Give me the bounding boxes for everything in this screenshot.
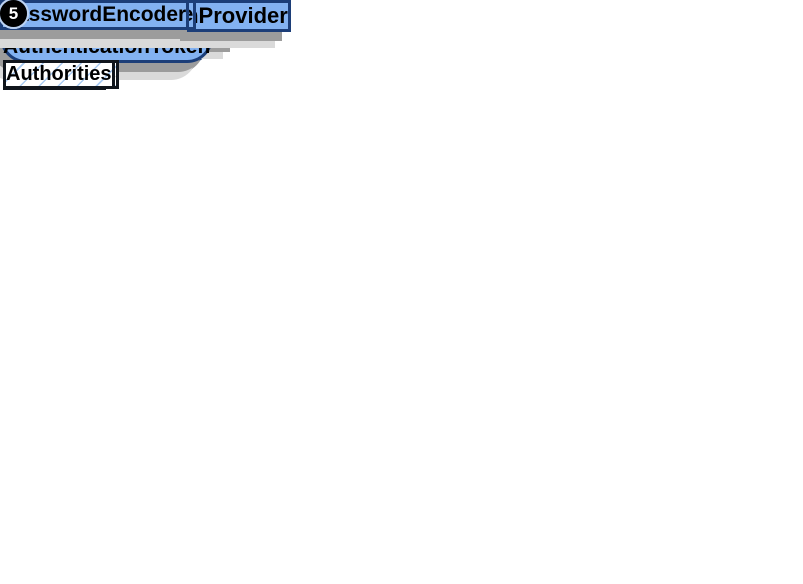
authentication-providers-title-line2: Providers <box>23 28 117 50</box>
step-badge-5: 5 <box>0 0 27 27</box>
field-authorities: Authorities <box>3 60 115 89</box>
node-password-encoder: PasswordEncoder <box>0 0 190 30</box>
step-badge-5-label: 5 <box>8 3 19 23</box>
field-authorities-label: Authorities <box>6 63 112 85</box>
token-response-title-line2: AuthenticationToken <box>3 35 211 58</box>
password-encoder-label: PasswordEncoder <box>3 3 187 26</box>
